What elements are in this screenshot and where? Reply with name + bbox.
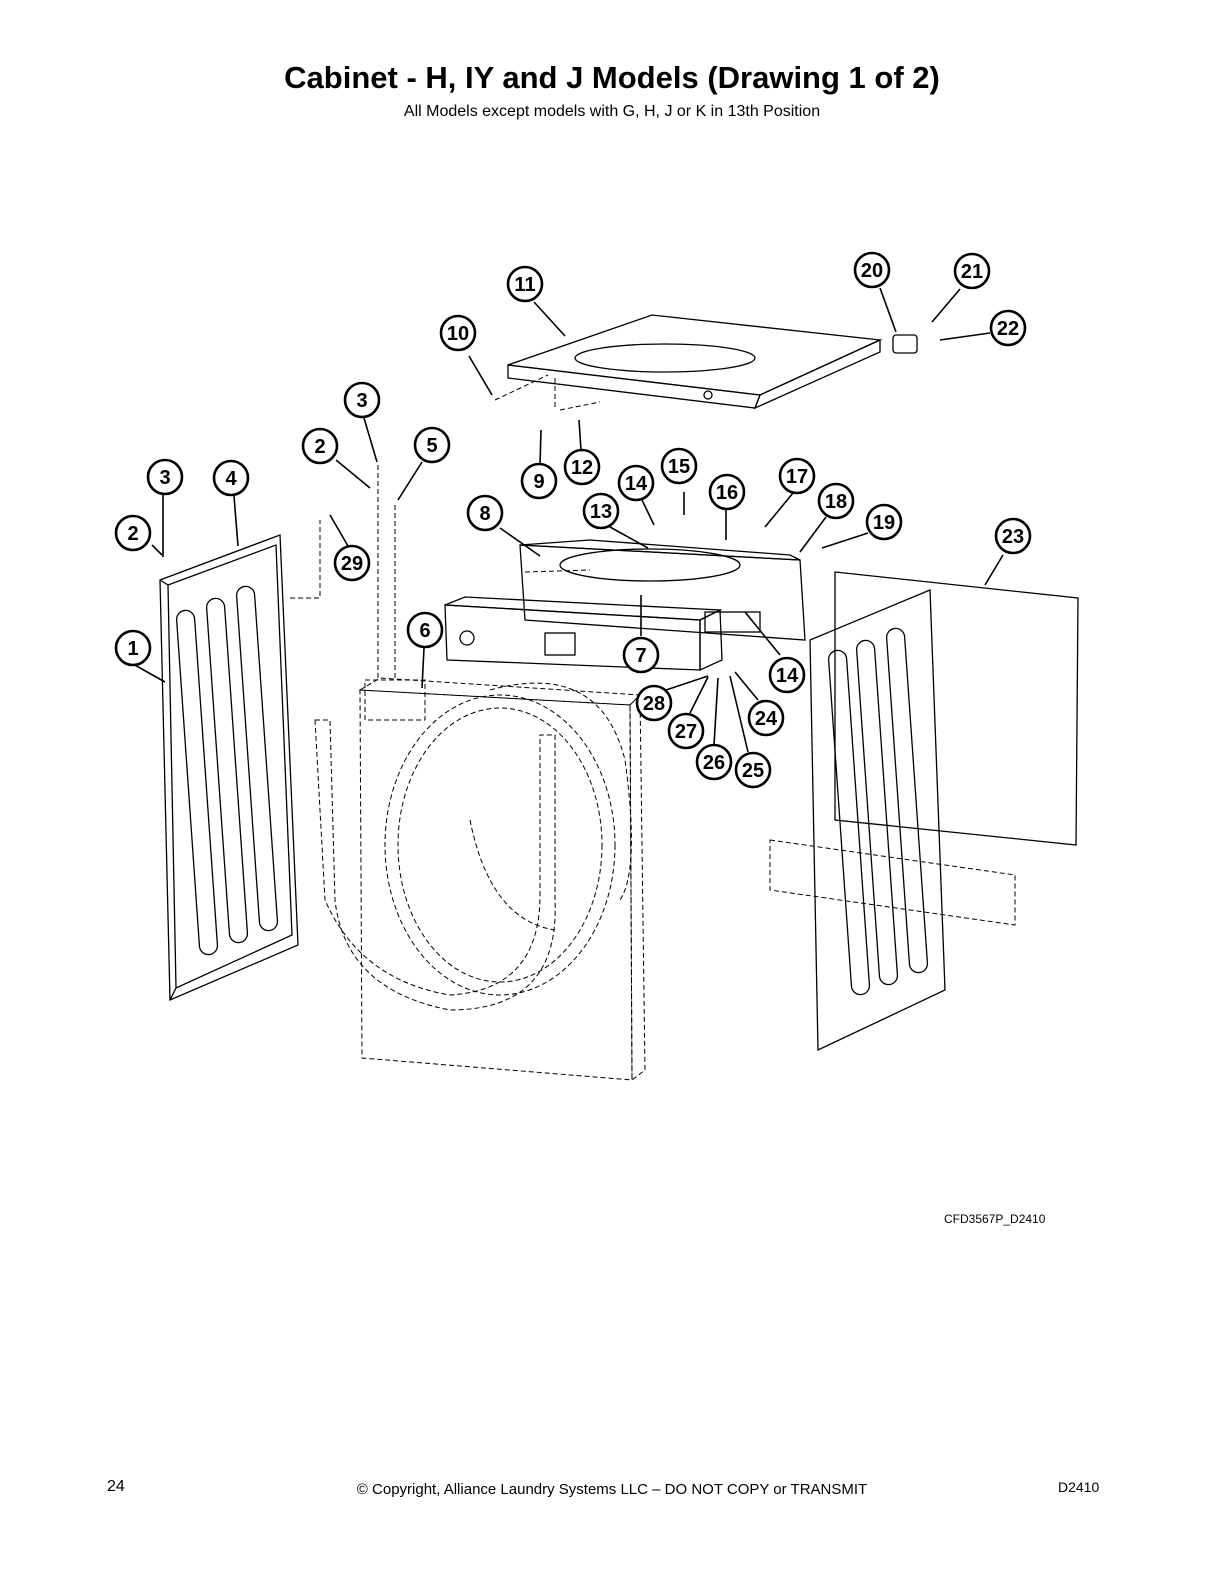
svg-text:19: 19 [873, 512, 895, 534]
callout-15: 15 [660, 447, 698, 485]
callout-4: 4 [212, 459, 250, 497]
callout-26: 26 [695, 743, 733, 781]
page-subtitle: All Models except models with G, H, J or… [403, 103, 821, 120]
control-console [444, 539, 806, 672]
callout-18: 18 [817, 482, 855, 520]
svg-text:24: 24 [755, 708, 778, 730]
svg-text:26: 26 [703, 752, 725, 774]
callout-27: 27 [667, 712, 705, 750]
callout-14-right: 14 [768, 656, 806, 694]
svg-text:12: 12 [571, 457, 593, 479]
svg-text:7: 7 [635, 645, 646, 667]
svg-text:25: 25 [742, 760, 764, 782]
callout-21: 21 [953, 252, 991, 290]
svg-text:10: 10 [447, 323, 469, 345]
svg-text:3: 3 [159, 467, 170, 489]
svg-text:4: 4 [225, 468, 237, 490]
drawing-id: CFD3567P_D2410 [944, 1212, 1046, 1226]
left-side-panel [159, 534, 299, 1001]
svg-text:2: 2 [127, 523, 138, 545]
svg-text:15: 15 [668, 456, 690, 478]
callout-5: 5 [413, 426, 451, 464]
svg-text:1: 1 [127, 638, 138, 660]
svg-text:2: 2 [314, 436, 325, 458]
assembly-lines [290, 374, 601, 680]
page-number: 24 [107, 1478, 125, 1495]
right-side-panel [769, 571, 1079, 1052]
callout-22: 22 [989, 309, 1027, 347]
svg-text:14: 14 [776, 665, 799, 687]
svg-text:20: 20 [861, 260, 883, 282]
callout-2-left: 2 [114, 514, 152, 552]
callout-12: 12 [563, 448, 601, 486]
svg-text:27: 27 [675, 721, 697, 743]
callout-23: 23 [994, 517, 1032, 555]
document-code: D2410 [1058, 1479, 1100, 1495]
callout-16: 16 [708, 473, 746, 511]
callout-25: 25 [734, 751, 772, 789]
callout-11: 11 [506, 265, 544, 303]
callout-19: 19 [865, 503, 903, 541]
svg-text:9: 9 [533, 471, 544, 493]
callout-20: 20 [853, 251, 891, 289]
front-panel [314, 677, 646, 1082]
page-title: Cabinet - H, IY and J Models (Drawing 1 … [284, 60, 940, 95]
callout-9: 9 [520, 462, 558, 500]
svg-text:17: 17 [786, 466, 808, 488]
callout-8: 8 [466, 494, 504, 532]
leader-lines [132, 287, 1004, 753]
svg-text:29: 29 [341, 553, 363, 575]
callout-3-mid: 3 [343, 381, 381, 419]
callout-3-left: 3 [146, 458, 184, 496]
callout-1: 1 [114, 629, 152, 667]
callout-10: 10 [439, 314, 477, 352]
svg-text:22: 22 [997, 318, 1019, 340]
callout-6: 6 [406, 611, 444, 649]
callout-2-mid: 2 [301, 427, 339, 465]
svg-text:5: 5 [426, 435, 437, 457]
svg-text:8: 8 [479, 503, 490, 525]
svg-text:21: 21 [961, 261, 983, 283]
svg-text:3: 3 [356, 390, 367, 412]
svg-text:11: 11 [514, 274, 535, 296]
svg-text:23: 23 [1002, 526, 1024, 548]
copyright-notice: © Copyright, Alliance Laundry Systems LL… [356, 1481, 868, 1498]
callout-14-top: 14 [617, 464, 655, 502]
callout-24: 24 [747, 699, 785, 737]
svg-text:6: 6 [419, 620, 430, 642]
svg-text:16: 16 [716, 482, 738, 504]
svg-text:13: 13 [590, 501, 612, 523]
callout-29: 29 [333, 544, 371, 582]
callout-7: 7 [622, 636, 660, 674]
callout-28: 28 [635, 684, 673, 722]
svg-text:28: 28 [643, 693, 665, 715]
callout-13: 13 [582, 492, 620, 530]
top-lid [507, 314, 918, 410]
svg-text:18: 18 [825, 491, 847, 513]
callout-17: 17 [778, 457, 816, 495]
svg-text:14: 14 [625, 473, 648, 495]
